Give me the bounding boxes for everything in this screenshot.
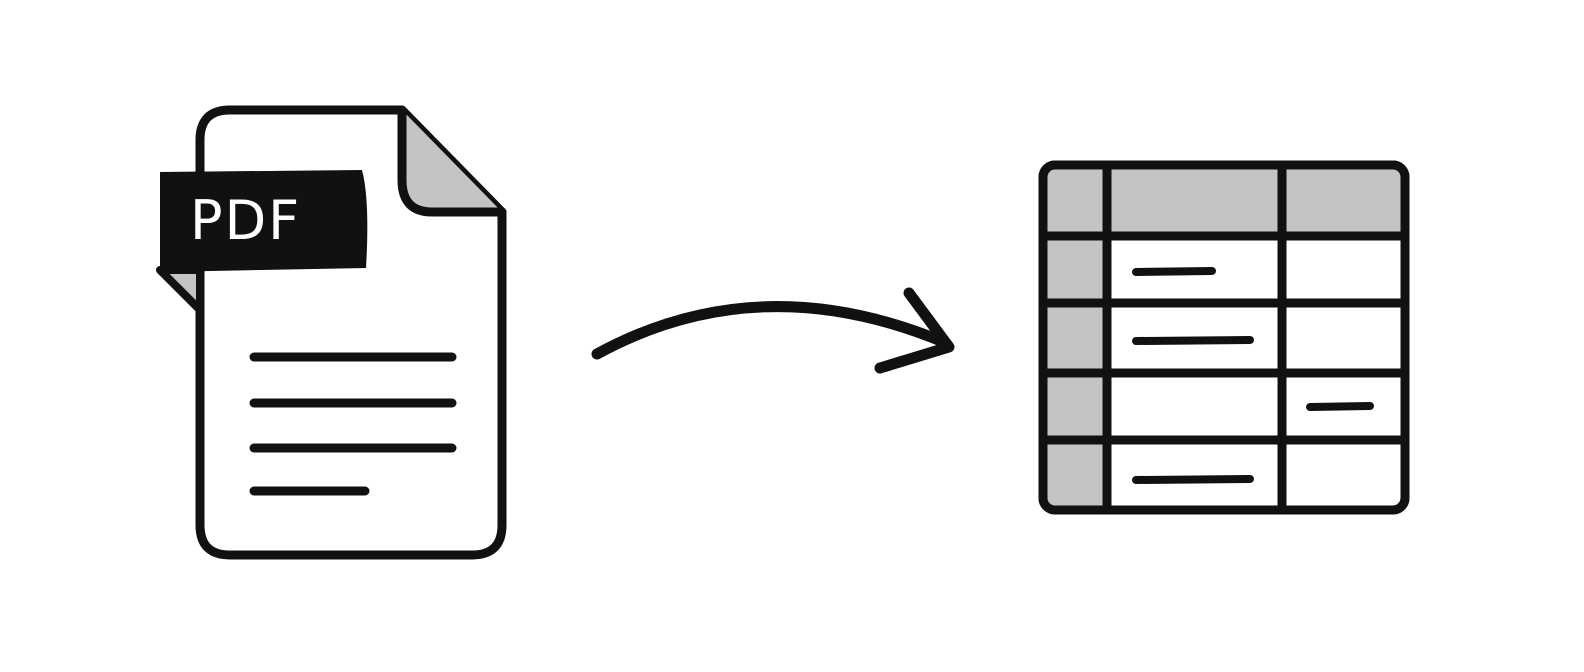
pdf-label-banner bbox=[156, 170, 368, 314]
pdf-label: PDF bbox=[190, 189, 302, 252]
curved-arrow-icon bbox=[591, 287, 955, 374]
table-icon bbox=[1038, 160, 1410, 515]
